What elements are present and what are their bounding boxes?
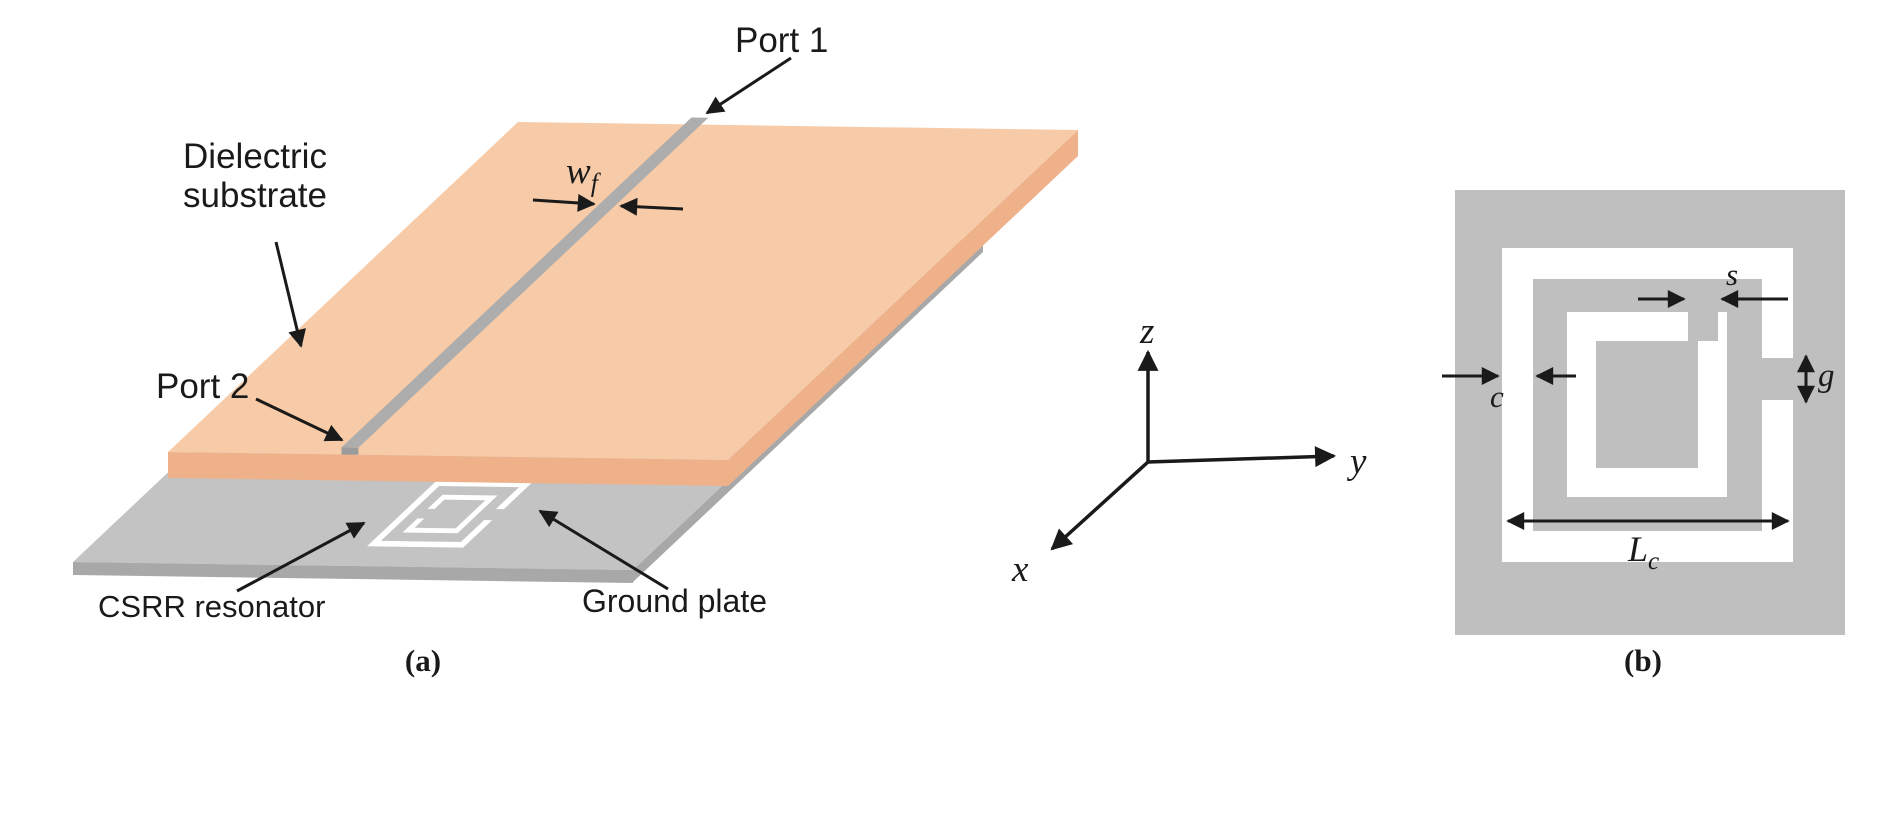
csrr-outer-split-bridge — [1762, 358, 1793, 400]
coordinate-axes — [1050, 349, 1337, 551]
dielectric-substrate-label-line1: Dielectric — [183, 137, 327, 176]
feed-width-symbol: w — [566, 151, 591, 192]
port1-arrow — [705, 56, 792, 115]
slot-width-label: c — [1490, 379, 1504, 414]
feed-width-subscript: f — [590, 168, 598, 198]
microstrip-top-face — [341, 117, 709, 448]
dielectric-arrow — [274, 241, 306, 348]
x-axis — [1050, 460, 1150, 551]
csrr-arrow — [236, 521, 366, 593]
port2-label: Port 2 — [156, 367, 250, 406]
ring-split-label: s — [1726, 257, 1739, 292]
annotation-arrows-a — [236, 56, 792, 593]
z-axis-label: z — [1140, 311, 1155, 352]
csrr-top-view — [1455, 190, 1845, 635]
caption-a: (a) — [404, 643, 442, 678]
microstrip-line — [341, 117, 709, 455]
ground-plate-arrow — [538, 509, 669, 591]
feed-width-arrow-left — [532, 193, 596, 212]
dimension-arrows-b — [1442, 290, 1815, 530]
y-axis-label: y — [1350, 441, 1367, 482]
x-axis-label: x — [1012, 549, 1029, 590]
csrr-outer-split-3d — [482, 509, 506, 521]
port1-label: Port 1 — [735, 21, 829, 60]
y-axis — [1147, 446, 1337, 468]
csrr-length-subscript: c — [1648, 548, 1660, 576]
csrr-inner-split-bridge — [1688, 312, 1718, 341]
csrr-resonator-label: CSRR resonator — [98, 589, 326, 624]
csrr-inner-split-3d — [414, 508, 438, 519]
csrr-resonator-3d — [367, 480, 533, 548]
feed-width-label: wf — [566, 151, 598, 198]
dielectric-substrate-label-line2: substrate — [183, 175, 327, 215]
gap-label: g — [1818, 358, 1835, 394]
dielectric-substrate-label: Dielectric substrate — [110, 137, 400, 215]
port2-arrow — [255, 397, 344, 442]
microstrip-port2-end-face — [341, 447, 359, 455]
caption-b: (b) — [1624, 643, 1662, 678]
csrr-length-symbol: L — [1628, 529, 1649, 569]
csrr-center-patch — [1596, 341, 1698, 468]
ground-plate-front-face — [73, 562, 633, 583]
csrr-length-label: Lc — [1628, 529, 1660, 576]
dielectric-substrate — [168, 122, 1078, 486]
ground-plate-label: Ground plate — [582, 583, 768, 619]
feed-width-arrow-right — [619, 197, 684, 216]
substrate-top-face — [168, 122, 1078, 460]
substrate-right-face — [728, 130, 1078, 486]
substrate-front-face — [168, 452, 728, 486]
